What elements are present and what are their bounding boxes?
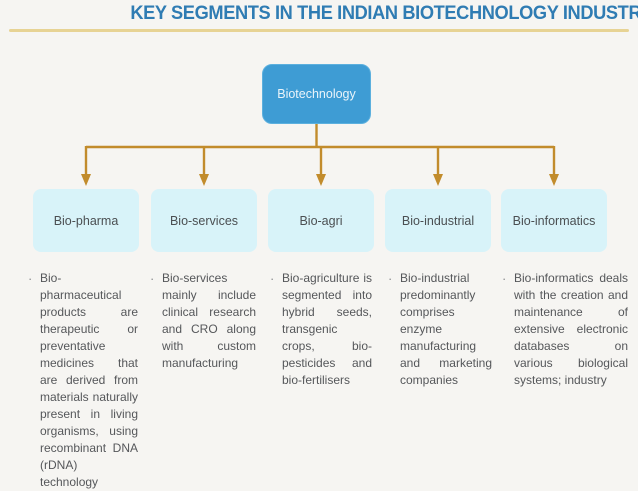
bullet-icon: ·	[28, 271, 33, 286]
node-bio-pharma-label: Bio-pharma	[53, 213, 119, 228]
node-bio-informatics-label: Bio-informatics	[512, 213, 596, 228]
node-bio-informatics[interactable]: Bio-informatics	[501, 189, 607, 252]
description-bio-services: · Bio-services mainly include clinical r…	[150, 270, 256, 372]
node-bio-agri-label: Bio-agri	[299, 213, 343, 228]
description-bio-informatics: · Bio-informatics deals with the creatio…	[502, 270, 628, 389]
node-bio-industrial-label: Bio-industrial	[401, 213, 475, 228]
title-underline	[9, 29, 629, 32]
bullet-icon: ·	[502, 271, 507, 286]
description-bio-pharma: · Bio-pharmaceutical products are therap…	[28, 270, 138, 491]
node-bio-services-label: Bio-services	[169, 213, 239, 228]
description-text: Bio-industrial predominantly comprises e…	[400, 271, 492, 387]
description-text: Bio-services mainly include clinical res…	[162, 271, 256, 370]
bullet-icon: ·	[150, 271, 155, 286]
description-bio-industrial: · Bio-industrial predominantly comprises…	[388, 270, 492, 389]
node-biotechnology-label: Biotechnology	[277, 87, 356, 101]
page-title: KEY SEGMENTS IN THE INDIAN BIOTECHNOLOGY…	[130, 3, 638, 24]
node-bio-industrial[interactable]: Bio-industrial	[385, 189, 491, 252]
node-bio-agri[interactable]: Bio-agri	[268, 189, 374, 252]
node-biotechnology[interactable]: Biotechnology	[262, 64, 371, 124]
description-text: Bio-informatics deals with the creation …	[514, 271, 628, 387]
description-bio-agri: · Bio-agriculture is segmented into hybr…	[270, 270, 372, 389]
bullet-icon: ·	[388, 271, 393, 286]
bullet-icon: ·	[270, 271, 275, 286]
description-text: Bio-agriculture is segmented into hybrid…	[282, 271, 372, 387]
description-text: Bio-pharmaceutical products are therapeu…	[40, 271, 138, 489]
node-bio-services[interactable]: Bio-services	[151, 189, 257, 252]
slide: KEY SEGMENTS IN THE INDIAN BIOTECHNOLOGY…	[9, 3, 638, 489]
node-bio-pharma[interactable]: Bio-pharma	[33, 189, 139, 252]
